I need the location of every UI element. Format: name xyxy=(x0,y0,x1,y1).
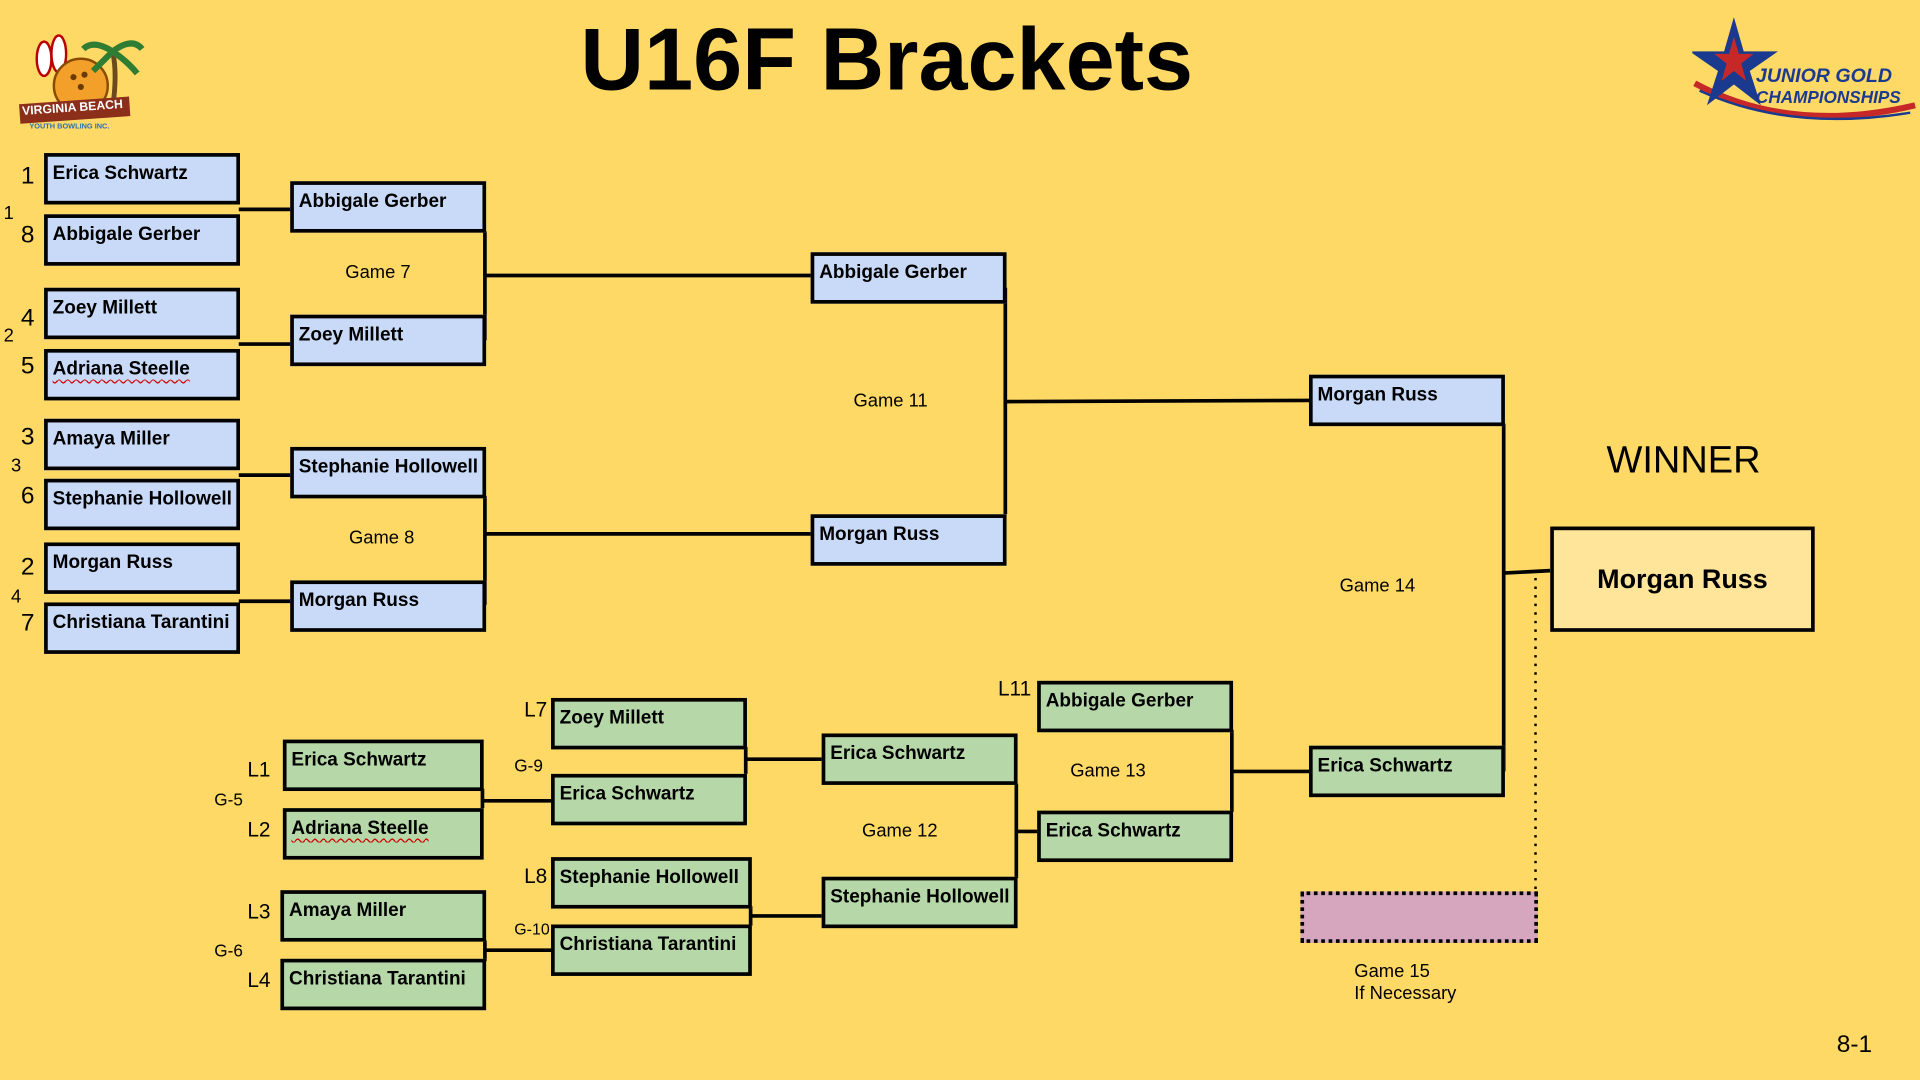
bracket-slot: Zoey Millett xyxy=(44,287,241,340)
bracket-slot: Christiana Tarantini xyxy=(44,602,241,654)
loser-label: L1 xyxy=(247,757,271,782)
logo-line-2: CHAMPIONSHIPS xyxy=(1755,86,1901,107)
loser-label: L4 xyxy=(247,968,271,992)
seed-number: 4 xyxy=(20,304,35,332)
loser-label: L3 xyxy=(247,900,271,924)
game-label: If Necessary xyxy=(1354,983,1457,1005)
seed-number: 6 xyxy=(20,482,35,510)
virginia-beach-logo: VIRGINIA BEACH YOUTH BOWLING INC. xyxy=(17,24,145,137)
bracket-slot: Adriana Steelle xyxy=(282,808,484,860)
bracket-slot-name: Adriana Steelle xyxy=(291,817,429,839)
bracket-slot: Amaya Miller xyxy=(44,418,241,471)
bracket-slot-name: Adriana Steelle xyxy=(52,358,190,380)
game-ref-label: G-9 xyxy=(514,755,543,776)
junior-gold-logo: JUNIOR GOLD CHAMPIONSHIPS xyxy=(1689,12,1917,125)
game-label: Game 13 xyxy=(1070,760,1146,782)
bracket-slot: Zoey Millett xyxy=(290,314,487,367)
seed-number: 8 xyxy=(20,221,35,249)
bracket-slot: Erica Schwartz xyxy=(1037,810,1234,863)
seed-number: 7 xyxy=(20,609,35,637)
bracket-slot: Abbigale Gerber xyxy=(44,214,241,266)
bracket-slot: Abbigale Gerber xyxy=(810,252,1007,304)
game-ref-label: G-6 xyxy=(214,940,243,961)
match-number: 2 xyxy=(3,325,14,347)
bracket-slot: Erica Schwartz xyxy=(1308,745,1505,798)
page-number: 8-1 xyxy=(1836,1031,1873,1058)
seed-number: 1 xyxy=(20,162,35,190)
loser-label: L11 xyxy=(997,677,1032,701)
game-ref-label: G-10 xyxy=(514,919,550,938)
bracket-slot: Erica Schwartz xyxy=(821,733,1018,785)
game-label: Game 12 xyxy=(862,820,938,842)
game-label: Game 7 xyxy=(345,262,411,283)
seed-number: 5 xyxy=(20,352,35,380)
bracket-slot: Abbigale Gerber xyxy=(290,181,487,233)
game-label: Game 14 xyxy=(1339,575,1416,597)
bracket-slot: Zoey Millett xyxy=(551,697,747,750)
bracket-slot: Morgan Russ xyxy=(1308,374,1505,427)
loser-label: L2 xyxy=(247,817,271,842)
seed-number: 2 xyxy=(20,553,35,581)
winner-heading: WINNER xyxy=(1606,438,1761,482)
game-ref-label: G-5 xyxy=(214,789,243,810)
logo-subtitle: YOUTH BOWLING INC. xyxy=(29,123,110,132)
bracket-slot: Stephanie Hollowell xyxy=(290,446,487,499)
match-number: 1 xyxy=(3,203,14,225)
champion-box: Morgan Russ xyxy=(1550,526,1815,632)
loser-label: L8 xyxy=(524,864,548,888)
bracket-slot: Erica Schwartz xyxy=(551,773,747,826)
bracket-slot: Adriana Steelle xyxy=(44,348,241,401)
bracket-slot: Morgan Russ xyxy=(810,514,1007,566)
star-swoosh-icon xyxy=(1689,17,1916,121)
page-title: U16F Brackets xyxy=(580,11,1194,109)
seed-number: 3 xyxy=(20,423,35,451)
bowling-palm-icon xyxy=(19,34,145,124)
bracket-slot: Christiana Tarantini xyxy=(280,958,487,1011)
bracket-slot: Morgan Russ xyxy=(44,542,241,594)
bracket-slot: Erica Schwartz xyxy=(282,739,484,792)
game-label: Game 8 xyxy=(348,527,415,549)
game-15-slot xyxy=(1300,891,1538,943)
bracket-slot: Christiana Tarantini xyxy=(551,924,752,976)
game-label: Game 11 xyxy=(853,390,928,412)
bracket-slot: Morgan Russ xyxy=(290,580,487,632)
bracket-slot: Amaya Miller xyxy=(280,890,487,942)
game-label: Game 15 xyxy=(1354,961,1430,983)
bracket-slot: Stephanie Hollowell xyxy=(551,857,752,909)
bracket-slot: Stephanie Hollowell xyxy=(821,876,1018,929)
bracket-slot: Abbigale Gerber xyxy=(1037,680,1234,733)
match-number: 4 xyxy=(11,586,22,608)
match-number: 3 xyxy=(11,455,22,477)
bracket-slot: Stephanie Hollowell xyxy=(44,478,241,531)
loser-label: L7 xyxy=(524,697,548,722)
logo-line-1: JUNIOR GOLD xyxy=(1755,66,1893,87)
bracket-slot: Erica Schwartz xyxy=(44,153,241,205)
